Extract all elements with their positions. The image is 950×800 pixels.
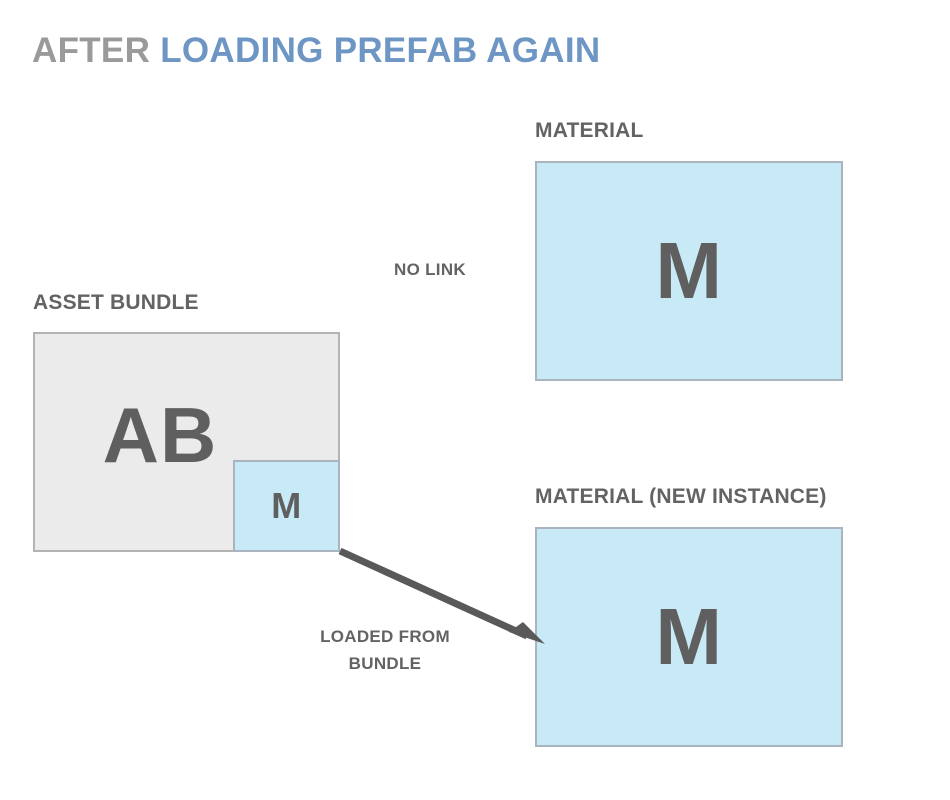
material-label: MATERIAL	[535, 119, 644, 142]
loaded-from-bundle-label-line1: LOADED FROM	[320, 627, 450, 646]
page-title-highlight: LOADING PREFAB AGAIN	[160, 31, 601, 70]
asset-bundle-label: ASSET BUNDLE	[33, 291, 199, 314]
loaded-from-bundle-label-line2: BUNDLE	[348, 654, 422, 673]
material-instance-label: MATERIAL (NEW INSTANCE)	[535, 485, 827, 508]
no-link-label: NO LINK	[394, 260, 466, 279]
material-instance-box[interactable]: M	[535, 527, 843, 747]
page-title: AFTER LOADING PREFAB AGAIN	[32, 30, 600, 72]
bundled-material-box[interactable]: M	[233, 460, 340, 552]
material-box[interactable]: M	[535, 161, 843, 381]
material-instance-glyph: M	[655, 592, 723, 681]
material-glyph: M	[655, 226, 723, 315]
asset-bundle-glyph: AB	[102, 391, 218, 479]
loaded-from-bundle-label: LOADED FROM BUNDLE	[285, 623, 485, 677]
page-title-prefix: AFTER	[32, 31, 161, 70]
asset-bundle-box[interactable]: AB	[33, 332, 340, 552]
bundled-material-glyph: M	[271, 485, 302, 526]
